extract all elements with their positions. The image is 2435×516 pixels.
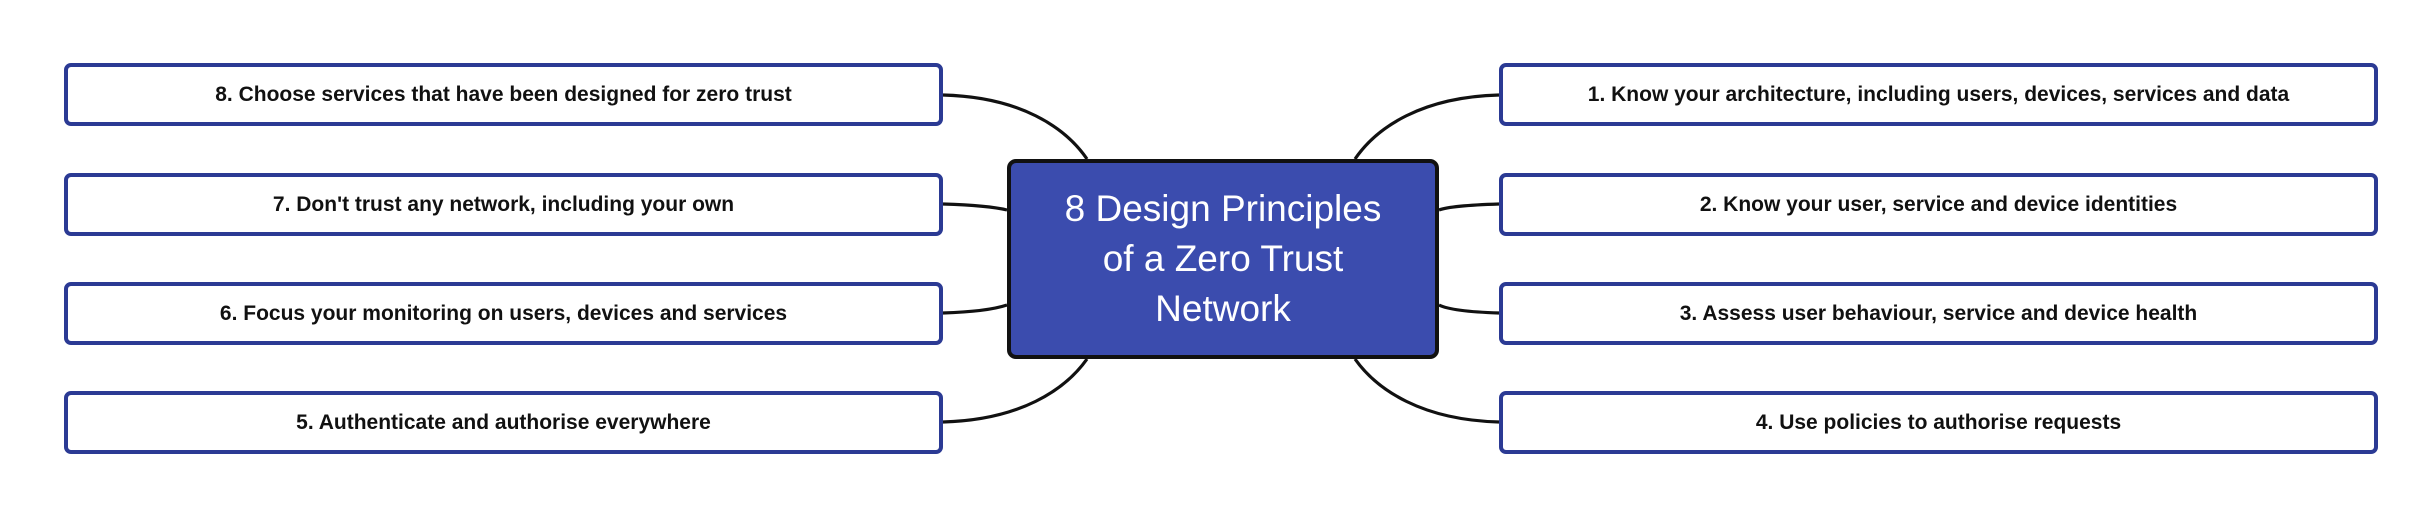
principle-4-node: 4. Use policies to authorise requests: [1499, 391, 2378, 454]
principle-4-label: 4. Use policies to authorise requests: [1755, 410, 2122, 434]
connector-1: [1353, 93, 1500, 160]
principle-5-node: 5. Authenticate and authorise everywhere: [64, 391, 943, 454]
principle-7-node: 7. Don't trust any network, including yo…: [64, 173, 943, 236]
principle-8-label: 8. Choose services that have been design…: [215, 82, 792, 106]
principle-7-label: 7. Don't trust any network, including yo…: [272, 192, 735, 216]
connector-2: [1438, 202, 1500, 212]
principle-5-label: 5. Authenticate and authorise everywhere: [296, 410, 711, 434]
principle-3-node: 3. Assess user behaviour, service and de…: [1499, 282, 2378, 345]
connector-5: [942, 358, 1089, 424]
principle-1-label: 1. Know your architecture, including use…: [1587, 82, 2290, 106]
principle-8-node: 8. Choose services that have been design…: [64, 63, 943, 126]
connector-6: [942, 303, 1008, 315]
central-topic: 8 Design Principles of a Zero Trust Netw…: [1007, 159, 1439, 359]
principle-1-node: 1. Know your architecture, including use…: [1499, 63, 2378, 126]
principle-2-label: 2. Know your user, service and device id…: [1699, 192, 2178, 216]
principle-3-label: 3. Assess user behaviour, service and de…: [1679, 301, 2198, 325]
connector-8: [942, 93, 1089, 160]
principle-6-label: 6. Focus your monitoring on users, devic…: [219, 301, 788, 325]
connector-3: [1438, 303, 1500, 315]
central-topic-label: 8 Design Principles of a Zero Trust Netw…: [1064, 188, 1382, 329]
connector-4: [1353, 358, 1500, 424]
connector-7: [942, 202, 1008, 212]
principle-6-node: 6. Focus your monitoring on users, devic…: [64, 282, 943, 345]
principle-2-node: 2. Know your user, service and device id…: [1499, 173, 2378, 236]
